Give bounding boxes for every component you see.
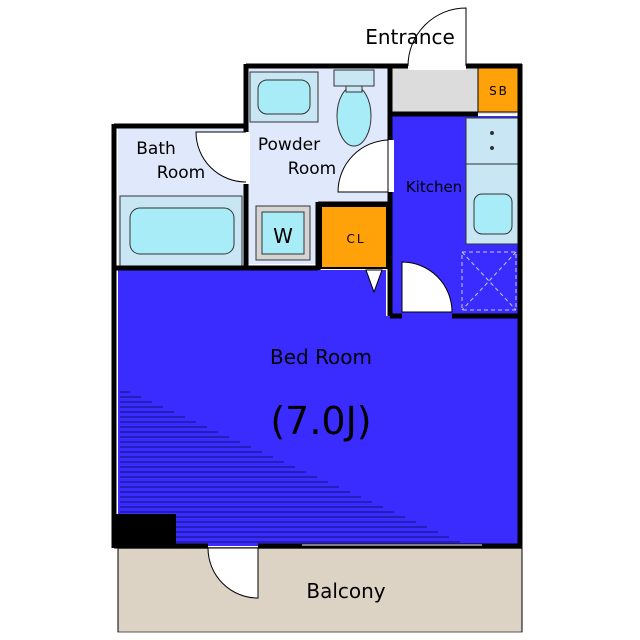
stove-burner	[490, 131, 494, 135]
washer-label: W	[273, 224, 293, 248]
kitchen-label: Kitchen	[406, 178, 462, 196]
entrance-door-swing	[407, 7, 467, 67]
closet-door-marker	[365, 269, 383, 294]
bath-door-swing	[195, 131, 247, 183]
shoe-box	[477, 67, 519, 113]
powder-room-label-line2: Room	[288, 159, 336, 179]
stove-burner	[490, 146, 494, 150]
powder-room-door-swing	[337, 139, 389, 193]
wash-basin	[257, 79, 311, 115]
balcony-floor	[117, 547, 523, 633]
bathtub-basin	[129, 207, 235, 255]
entrance-label: Entrance	[365, 25, 455, 49]
kitchen-door-swing	[401, 261, 453, 313]
closet-label: CL	[346, 232, 365, 246]
balcony-door-swing	[207, 547, 259, 599]
toilet-bowl	[336, 85, 372, 147]
powder-room-label-line1: Powder	[258, 135, 320, 155]
toilet-tank	[333, 69, 375, 87]
stove	[465, 117, 519, 165]
shoe-box-label: SB	[489, 84, 509, 98]
bed-room-label: Bed Room	[270, 345, 372, 369]
balcony-label: Balcony	[306, 579, 385, 603]
kitchen-sink	[473, 193, 513, 235]
bath-room-label-line1: Bath	[136, 139, 176, 159]
bed-room-window-hatch	[120, 391, 460, 543]
bath-room-label-line2: Room	[157, 163, 205, 183]
bed-room-size-label: (7.0J)	[270, 399, 371, 443]
refrigerator-space	[461, 251, 517, 311]
structural-column	[114, 514, 176, 548]
